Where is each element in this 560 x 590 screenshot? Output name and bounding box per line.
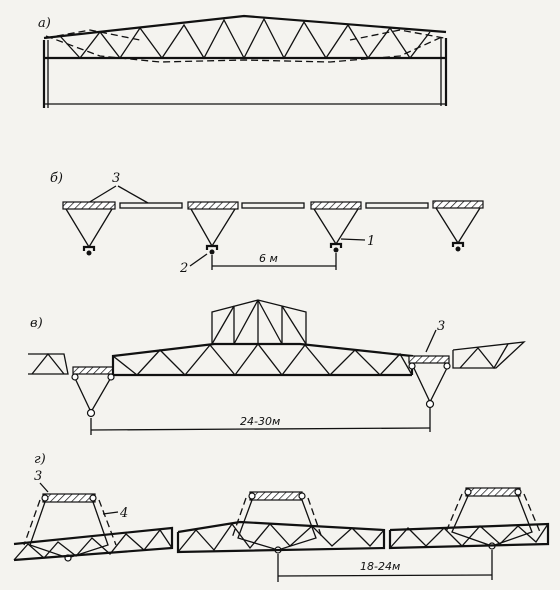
slab-v-left — [72, 366, 114, 375]
right-fragment — [452, 341, 526, 369]
deformed-shape — [45, 35, 445, 63]
triangle-2 — [190, 208, 236, 248]
label-v: в) — [30, 316, 43, 331]
support-g-3 — [445, 487, 541, 550]
dimension-g: 18-24м — [277, 550, 493, 582]
dimension-b: 6 м — [211, 252, 337, 270]
triangle-1 — [65, 208, 113, 249]
panel-v: в) 3 — [28, 299, 526, 435]
callout-3-v: 3 — [437, 319, 445, 334]
panel-2 — [241, 202, 305, 209]
slab-4 — [432, 200, 484, 209]
label-b: б) — [50, 171, 63, 186]
panel-b: б) 3 1 2 6 м — [50, 171, 484, 276]
triangle-4 — [435, 207, 481, 245]
label-a: а) — [38, 16, 51, 31]
support-triangle-left — [72, 373, 114, 414]
supports-b — [82, 241, 465, 256]
label-g: г) — [34, 452, 46, 467]
lantern — [211, 299, 307, 345]
slab-1 — [62, 201, 116, 210]
slab-v-right — [408, 355, 450, 364]
callout-3-g: 3 — [34, 469, 42, 484]
panel-g: г) 3 4 — [13, 452, 550, 582]
left-fragment — [28, 353, 69, 375]
truss-web — [59, 17, 431, 60]
truss-top-chord — [43, 14, 447, 40]
support-triangle-right — [411, 363, 450, 404]
panel-3 — [365, 202, 429, 209]
slab-3 — [310, 201, 362, 210]
callout-2: 2 — [179, 261, 188, 276]
panel-1 — [119, 202, 183, 209]
callout-4: 4 — [119, 506, 128, 521]
triangle-3 — [313, 208, 359, 246]
dimension-v-label: 24-30м — [240, 415, 280, 428]
dimension-b-label: 6 м — [259, 252, 278, 265]
callout-3-b: 3 — [112, 171, 120, 186]
slab-2 — [187, 201, 239, 210]
callout-1: 1 — [367, 234, 375, 249]
shed-trusses — [13, 520, 550, 562]
main-truss-top — [111, 342, 414, 375]
panel-a: а) — [38, 14, 448, 108]
dimension-v: 24-30м — [90, 408, 431, 435]
main-truss-web — [112, 342, 413, 377]
dimension-g-label: 18-24м — [360, 560, 400, 573]
